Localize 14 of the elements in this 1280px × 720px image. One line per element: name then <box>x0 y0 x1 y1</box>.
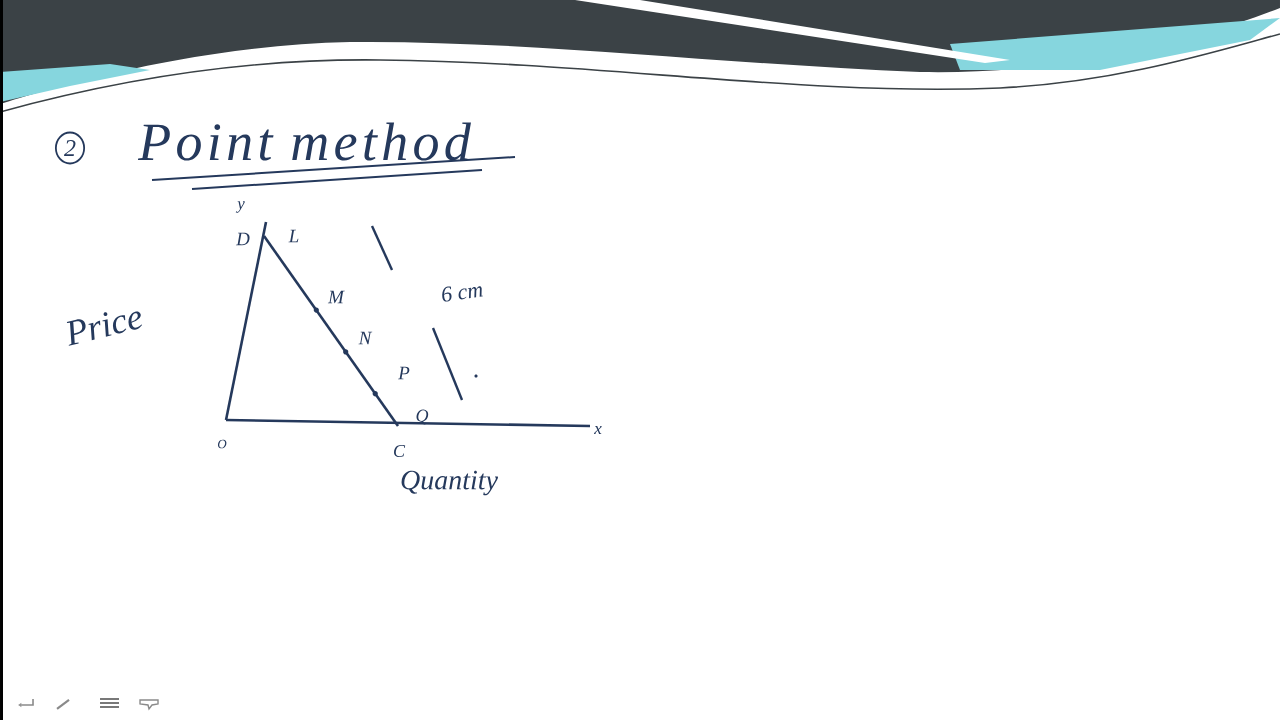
point-label: L <box>288 229 299 243</box>
point-label: D <box>235 232 250 246</box>
point-label: C <box>394 444 406 458</box>
callout-number: 2 <box>54 131 86 165</box>
axis-label: x <box>594 426 602 434</box>
title: Point method <box>137 122 471 161</box>
point-label: N <box>358 331 373 345</box>
axis-title: Price <box>66 311 143 346</box>
axis-label: y <box>235 201 245 213</box>
axis-title: Quantity <box>401 470 498 496</box>
point-label: P <box>398 366 410 380</box>
point-label: M <box>327 290 345 304</box>
point-label: O <box>218 439 227 449</box>
dimension-label: 6 cm <box>442 286 483 302</box>
